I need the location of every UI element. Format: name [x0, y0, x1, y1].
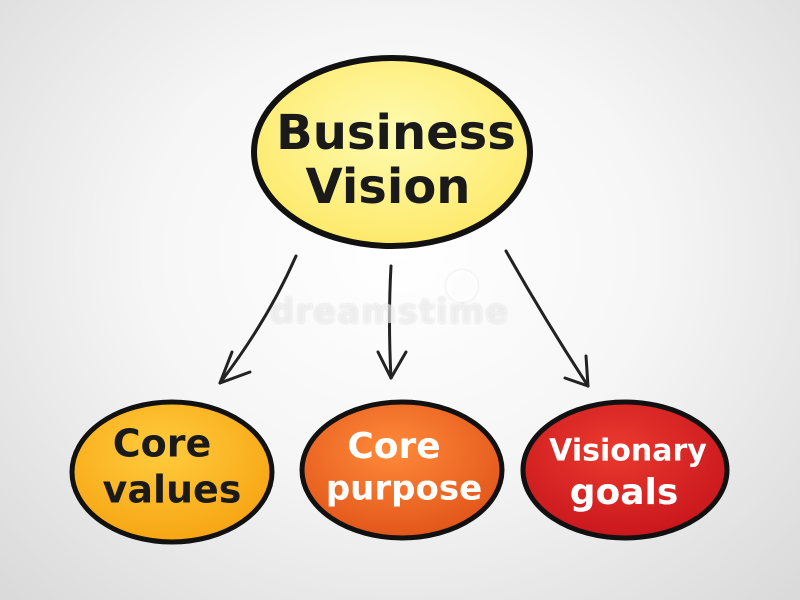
visionary-goals-label-line2: goals [570, 472, 679, 513]
arrow-to-visionary-goals [504, 249, 590, 388]
root-node-label-line1: Business [276, 105, 516, 161]
child-node-core-purpose: Core purpose [299, 399, 505, 541]
child-node-visionary-goals: Visionary goals [520, 399, 730, 541]
visionary-goals-shape [520, 399, 730, 541]
visionary-goals-label-line1: Visionary [549, 434, 707, 469]
root-node: Business Vision [251, 55, 533, 249]
arrow-to-core-purpose [376, 264, 408, 380]
watermark-logo-icon [446, 270, 478, 302]
core-purpose-label-line1: Core [347, 426, 440, 467]
watermark-text: dreamstime [270, 292, 510, 332]
core-values-shape [69, 399, 275, 545]
root-node-label-line2: Vision [306, 159, 471, 215]
core-values-label-line1: Core [113, 422, 212, 466]
child-node-core-values: Core values [69, 399, 275, 545]
arrow-to-core-values [218, 254, 298, 385]
root-node-shape [251, 55, 533, 249]
core-purpose-shape [299, 399, 505, 541]
core-values-label-line2: values [103, 468, 242, 512]
core-purpose-label-line2: purpose [326, 469, 482, 509]
